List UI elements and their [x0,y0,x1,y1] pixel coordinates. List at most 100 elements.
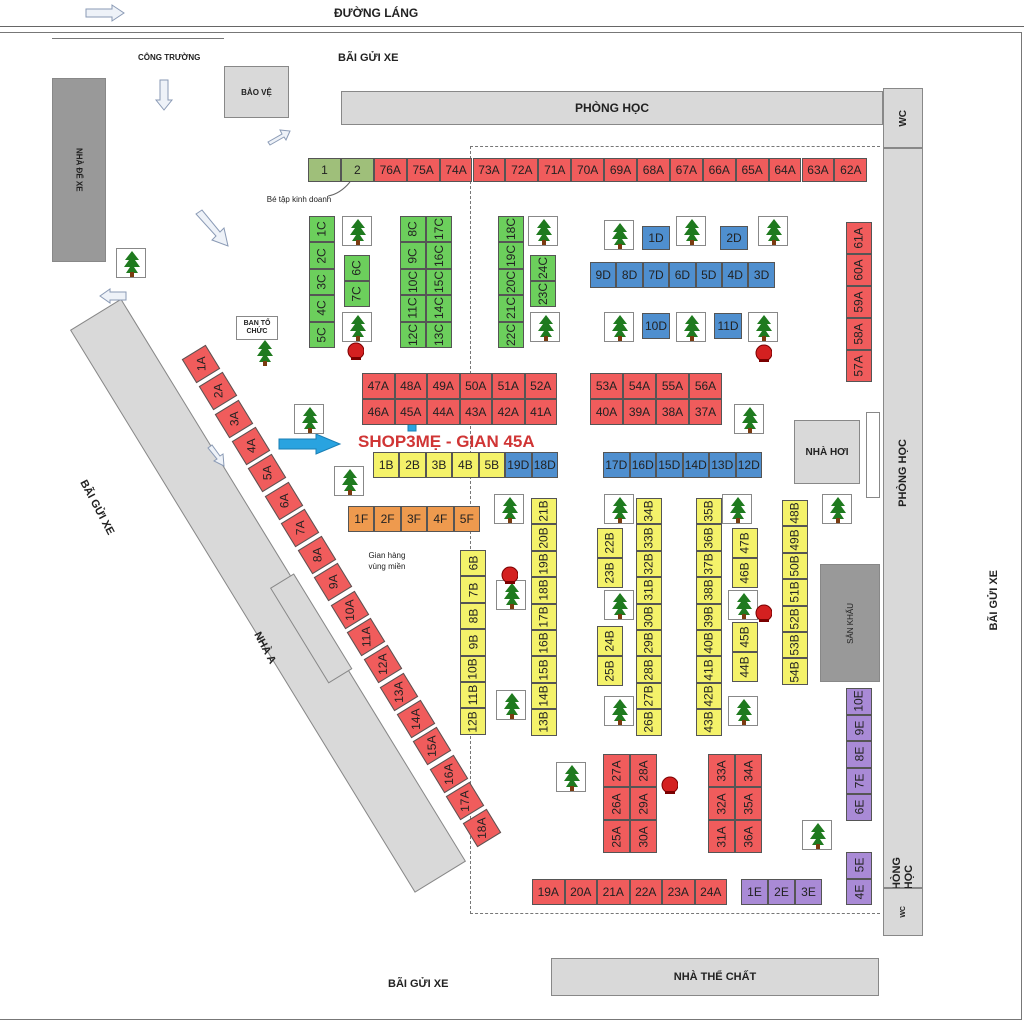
stall-57a[interactable]: 57A [846,350,872,382]
stall-2c[interactable]: 2C [309,242,335,269]
stall-14b[interactable]: 14B [531,682,557,710]
stall-45a[interactable]: 45A [394,399,427,425]
stall-1c[interactable]: 1C [309,216,335,243]
stall-45b[interactable]: 45B [732,622,758,652]
stall-2f[interactable]: 2F [374,506,401,532]
stall-23c[interactable]: 23C [530,281,556,307]
stall-30a[interactable]: 30A [630,820,657,853]
stall-43a[interactable]: 43A [459,399,492,425]
stall-31a[interactable]: 31A [708,820,735,853]
stall-18d[interactable]: 18D [531,452,558,478]
stall-2[interactable]: 2 [340,158,374,182]
stall-7d[interactable]: 7D [642,262,670,288]
stall-71a[interactable]: 71A [538,158,572,182]
stall-3c[interactable]: 3C [309,268,335,296]
stall-16d[interactable]: 16D [629,452,656,478]
stall-9c[interactable]: 9C [400,242,426,269]
stall-29a[interactable]: 29A [630,787,657,820]
stall-1e[interactable]: 1E [741,879,768,905]
stall-36a[interactable]: 36A [735,820,762,853]
stall-22b[interactable]: 22B [597,528,623,558]
stall-3f[interactable]: 3F [400,506,428,532]
stall-34a[interactable]: 34A [735,754,762,787]
stall-8e[interactable]: 8E [846,741,872,768]
stall-5e[interactable]: 5E [846,852,872,879]
stall-41a[interactable]: 41A [524,399,557,425]
stall-28b[interactable]: 28B [636,656,662,683]
stall-24c[interactable]: 24C [530,255,556,281]
stall-38b[interactable]: 38B [696,577,722,604]
stall-2d[interactable]: 2D [720,226,748,250]
stall-17c[interactable]: 17C [426,216,452,243]
stall-38a[interactable]: 38A [656,399,689,425]
stall-11d[interactable]: 11D [714,313,742,339]
stall-1f[interactable]: 1F [348,506,375,532]
stall-4b[interactable]: 4B [452,452,479,478]
stall-44a[interactable]: 44A [427,399,460,425]
stall-48a[interactable]: 48A [394,373,427,399]
stall-42a[interactable]: 42A [492,399,525,425]
stall-50a[interactable]: 50A [459,373,492,399]
stall-33b[interactable]: 33B [636,524,662,551]
stall-55a[interactable]: 55A [656,373,689,399]
stall-35a[interactable]: 35A [735,787,762,820]
stall-49b[interactable]: 49B [782,526,808,553]
stall-16b[interactable]: 16B [531,630,557,657]
stall-19d[interactable]: 19D [505,452,532,478]
stall-1d[interactable]: 1D [642,226,670,250]
stall-30b[interactable]: 30B [636,603,662,630]
stall-28a[interactable]: 28A [630,754,657,787]
stall-19b[interactable]: 19B [531,550,557,578]
stall-12c[interactable]: 12C [400,321,426,348]
stall-18c[interactable]: 18C [498,216,524,243]
stall-37a[interactable]: 37A [689,399,722,425]
stall-21a[interactable]: 21A [597,879,630,905]
stall-20a[interactable]: 20A [564,879,597,905]
stall-39b[interactable]: 39B [696,603,722,630]
stall-7c[interactable]: 7C [344,281,370,307]
stall-22a[interactable]: 22A [629,879,662,905]
stall-74a[interactable]: 74A [439,158,473,182]
stall-5c[interactable]: 5C [309,321,335,348]
stall-22c[interactable]: 22C [498,321,524,348]
stall-36b[interactable]: 36B [696,524,722,551]
stall-70a[interactable]: 70A [571,158,605,182]
stall-27b[interactable]: 27B [636,682,662,710]
stall-54a[interactable]: 54A [623,373,656,399]
stall-47b[interactable]: 47B [732,528,758,558]
stall-11b[interactable]: 11B [460,682,486,709]
stall-37b[interactable]: 37B [696,550,722,578]
stall-53a[interactable]: 53A [590,373,623,399]
stall-23a[interactable]: 23A [662,879,695,905]
stall-21b[interactable]: 21B [531,498,557,525]
stall-68a[interactable]: 68A [637,158,670,182]
stall-72a[interactable]: 72A [505,158,539,182]
stall-66a[interactable]: 66A [702,158,736,182]
stall-46b[interactable]: 46B [732,558,758,588]
stall-33a[interactable]: 33A [708,754,735,787]
stall-73a[interactable]: 73A [472,158,506,182]
stall-34b[interactable]: 34B [636,498,662,525]
stall-12d[interactable]: 12D [735,452,762,478]
stall-10c[interactable]: 10C [400,268,426,296]
stall-3d[interactable]: 3D [748,262,775,288]
stall-6c[interactable]: 6C [344,255,370,281]
stall-69a[interactable]: 69A [604,158,637,182]
stall-21c[interactable]: 21C [498,295,524,322]
stall-48b[interactable]: 48B [782,500,808,527]
stall-26a[interactable]: 26A [603,787,630,820]
stall-31b[interactable]: 31B [636,577,662,604]
stall-65a[interactable]: 65A [735,158,769,182]
stall-25b[interactable]: 25B [597,656,623,686]
stall-14d[interactable]: 14D [682,452,709,478]
stall-4f[interactable]: 4F [427,506,454,532]
stall-62a[interactable]: 62A [834,158,868,182]
stall-64a[interactable]: 64A [768,158,802,182]
stall-51a[interactable]: 51A [492,373,525,399]
stall-19a[interactable]: 19A [532,879,565,905]
stall-52b[interactable]: 52B [782,605,808,632]
stall-51b[interactable]: 51B [782,579,808,606]
stall-2b[interactable]: 2B [399,452,426,478]
stall-17b[interactable]: 17B [531,603,557,630]
stall-27a[interactable]: 27A [603,754,630,787]
